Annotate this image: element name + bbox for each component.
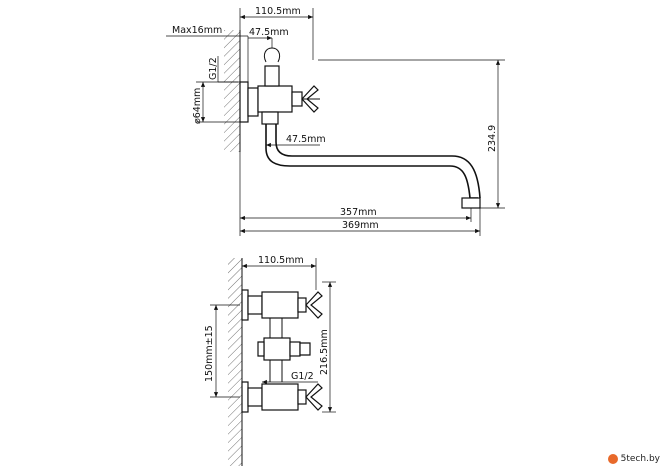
upper-flange-front <box>241 289 249 321</box>
wall-hatch-front <box>228 258 242 466</box>
dim-thread-top-label: G1/2 <box>208 57 219 80</box>
spout-outline-inner-top <box>275 124 481 199</box>
wall-flange-top <box>239 81 249 123</box>
valve-bonnet-top <box>264 65 280 87</box>
watermark-text: 5tech.by <box>620 454 660 464</box>
dim-max-label: Max16mm <box>172 25 222 36</box>
diverter-outlet-front <box>289 341 301 357</box>
dim-width-front-label: 110.5mm <box>258 255 304 266</box>
upper-fitting-front <box>247 295 263 315</box>
eccentric-fitting-top <box>247 87 259 117</box>
watermark-logo-icon <box>607 454 618 464</box>
dim-center-label: 47.5mm <box>249 27 289 38</box>
dim-spout-offset-label: 47.5mm <box>286 134 326 145</box>
cross-handle-top <box>291 85 320 113</box>
dim-height-top-label: 234.9 <box>487 125 498 152</box>
dim-thread-front-label: G1/2 <box>291 371 314 382</box>
upper-cross-handle-front <box>297 291 323 319</box>
spout-aerator-top <box>461 197 481 209</box>
diverter-body-front <box>263 337 291 361</box>
top-view: 110.5mm Max16mm 47.5mm G1/2 ⌀64mm 47.5mm… <box>166 6 505 236</box>
dim-spout-reach-label: 357mm <box>340 207 377 218</box>
valve-body-top <box>257 85 293 113</box>
dim-spacing-label: 150mm±15 <box>204 325 215 382</box>
shower-holder-top <box>263 47 281 63</box>
dim-flange-label: ⌀64mm <box>192 88 203 124</box>
front-view: 110.5mm 150mm±15 216.5mm G1/2 <box>204 255 336 466</box>
dim-height-front-label: 216.5mm <box>319 329 330 375</box>
lower-valve-body-front <box>261 383 299 411</box>
dim-width-top-label: 110.5mm <box>255 6 301 17</box>
spout-connector-top <box>261 111 279 125</box>
wall-hatch-top <box>224 30 240 152</box>
watermark-badge: 5tech.by <box>603 451 664 467</box>
dim-total-length-label: 369mm <box>342 220 379 231</box>
lower-cross-handle-front <box>297 383 323 411</box>
lower-flange-front <box>241 381 249 413</box>
lower-fitting-front <box>247 387 263 407</box>
spout-outline-top <box>265 124 478 199</box>
upper-valve-body-front <box>261 291 299 319</box>
